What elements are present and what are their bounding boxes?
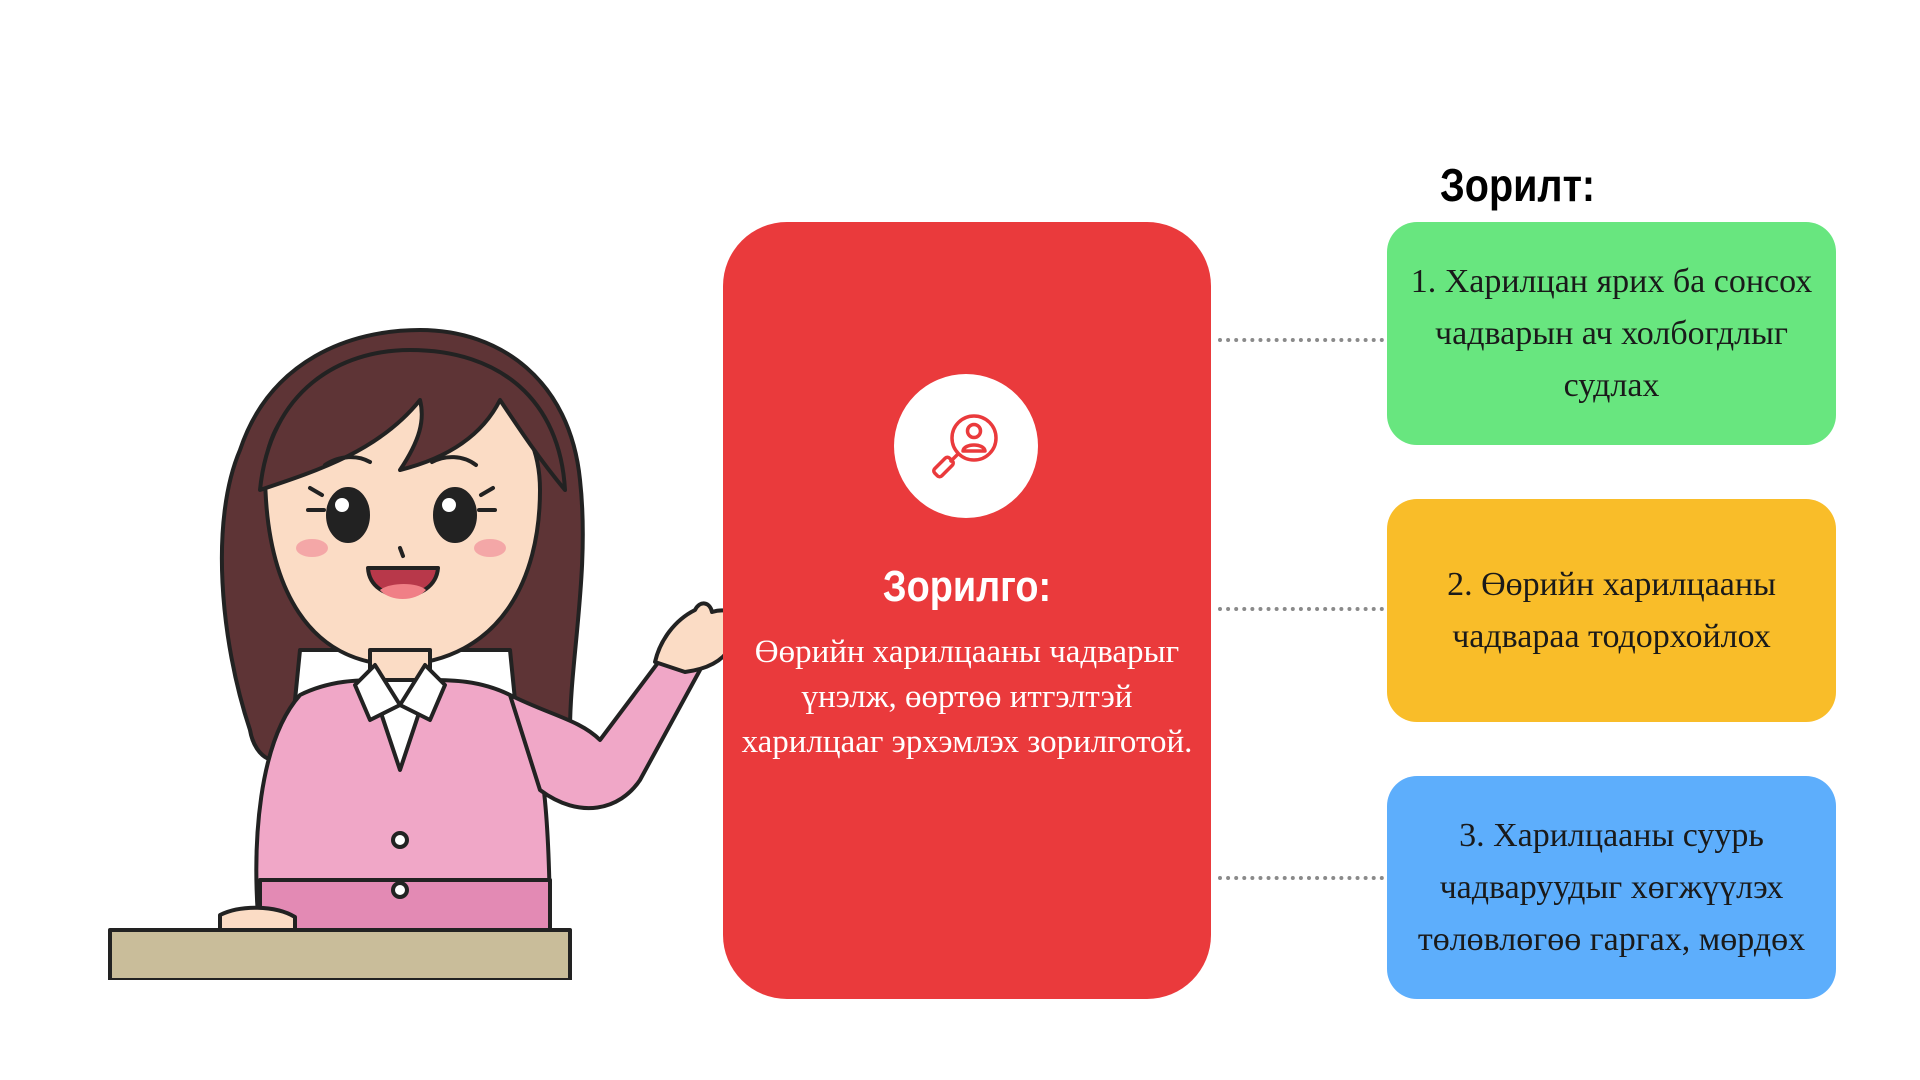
connector-line [1218,607,1384,611]
icon-badge [894,374,1038,518]
connector-line [1218,338,1384,342]
objective-card-3: 3. Харилцааны суурь чадваруудыг хөгжүүлэ… [1387,776,1836,999]
objective-text: 1. Харилцан ярих ба сонсох чадварын ач х… [1410,262,1813,404]
goal-title: Зорилго: [882,562,1052,611]
magnifier-user-icon [932,414,998,479]
goal-card: Зорилго: Өөрийн харилцааны чадварыг үнэл… [723,222,1211,999]
objectives-title: Зорилт: [1440,159,1596,211]
objective-text: 2. Өөрийн харилцааны чадвараа тодорхойло… [1447,565,1776,655]
goal-description: Өөрийн харилцааны чадварыг үнэлж, өөртөө… [741,634,1193,760]
objective-card-2: 2. Өөрийн харилцааны чадвараа тодорхойло… [1387,499,1836,722]
objective-text: 3. Харилцааны суурь чадваруудыг хөгжүүлэ… [1417,816,1806,958]
teacher-presenting-icon [100,320,744,982]
objective-card-1: 1. Харилцан ярих ба сонсох чадварын ач х… [1387,222,1836,445]
connector-line [1218,876,1384,880]
